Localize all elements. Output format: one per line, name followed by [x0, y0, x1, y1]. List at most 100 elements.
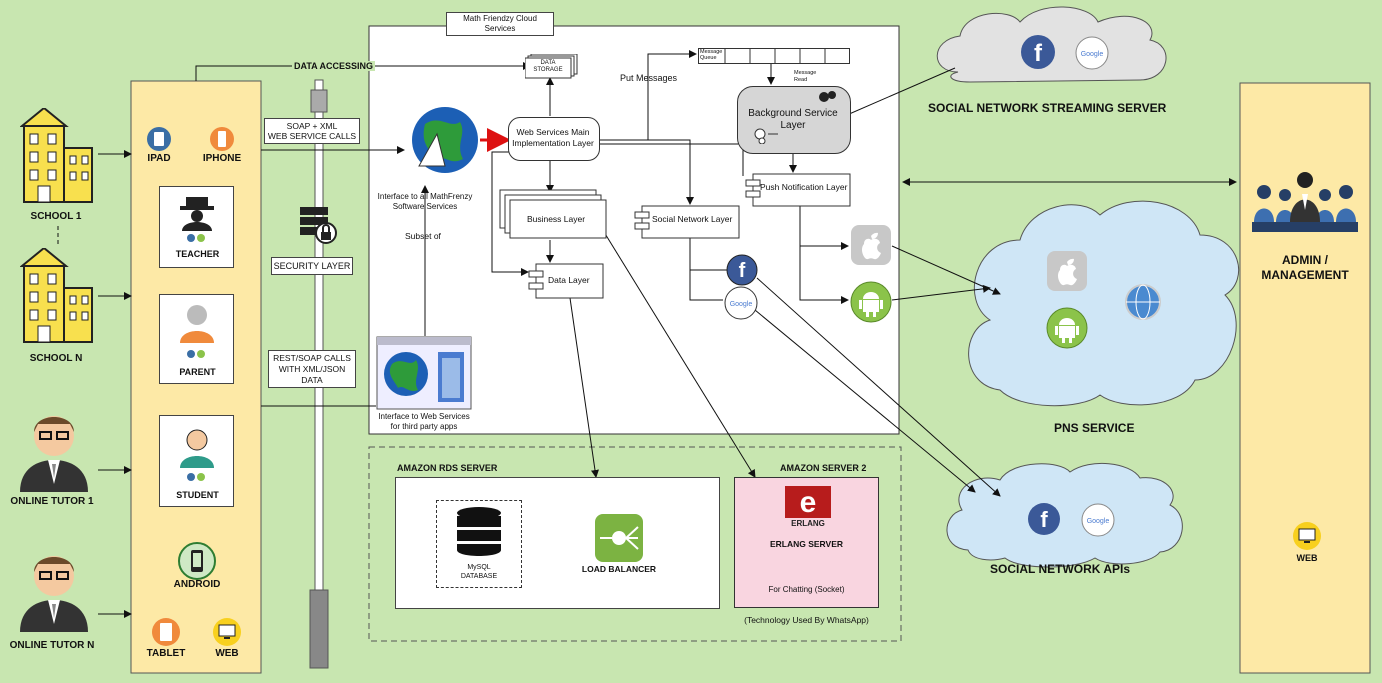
teacher-card: TEACHER	[159, 186, 234, 268]
parent-card: PARENT	[159, 294, 234, 384]
amazon-dashed-box	[368, 446, 902, 642]
web-label: WEB	[215, 648, 239, 659]
iphone-label: IPHONE	[202, 153, 242, 164]
subset-of-label: Subset of	[405, 231, 441, 241]
chatting-label: For Chatting (Socket)	[768, 585, 845, 594]
data-storage-label: DATA STORAGE	[533, 60, 563, 73]
soap-xml-label: SOAP + XML WEB SERVICE CALLS	[264, 118, 360, 144]
erlang-server-label: ERLANG SERVER	[769, 539, 844, 549]
business-layer-stack	[499, 189, 607, 239]
pns-cloud	[968, 200, 1240, 407]
student-label: STUDENT	[176, 490, 219, 500]
data-accessing-label: DATA ACCESSING	[292, 61, 376, 71]
google-wordmark: Google	[1081, 51, 1104, 58]
google-icon: Google	[1075, 36, 1109, 70]
pns-service-label: PNS SERVICE	[1054, 421, 1135, 435]
ipad-label: IPAD	[147, 153, 171, 164]
school-building-icon	[20, 248, 93, 343]
social-apis-label: SOCIAL NETWORK APIs	[990, 562, 1131, 576]
globe-icon	[412, 107, 478, 173]
whatsapp-label: (Technology Used By WhatsApp)	[744, 615, 869, 625]
admin-label: ADMIN / MANAGEMENT	[1261, 253, 1349, 282]
push-notification-label: Push Notification Layer	[760, 182, 848, 192]
security-layer-label: SECURITY LAYER	[271, 257, 353, 275]
student-card: STUDENT	[159, 415, 234, 507]
google-icon: Google	[1081, 503, 1115, 537]
tutor1-label: ONLINE TUTOR 1	[10, 496, 94, 507]
mysql-label: MySQL DATABASE	[460, 564, 498, 580]
facebook-icon: f	[1028, 503, 1060, 535]
load-balancer-icon	[595, 514, 643, 562]
message-read-label: Message Read	[794, 70, 817, 83]
device-badges-icon	[187, 234, 205, 242]
push-notification-component	[745, 173, 851, 207]
teacher-spy-icon	[180, 197, 214, 231]
message-queue-icon	[698, 48, 850, 64]
device-badges-icon	[187, 350, 205, 358]
facebook-icon: f	[1021, 35, 1055, 69]
schoolN-label: SCHOOL N	[29, 353, 83, 364]
web-services-main-label: Web Services Main Implementation Layer	[512, 127, 594, 148]
interface-web-label: Interface to Web Services for third part…	[378, 412, 470, 431]
tablet-label: TABLET	[146, 648, 186, 659]
google-wordmark: Google	[1087, 518, 1110, 525]
web-monitor-icon	[1293, 522, 1321, 550]
android-robot-icon	[1046, 307, 1088, 349]
parent-avatar-icon	[180, 305, 214, 343]
rds-title: AMAZON RDS SERVER	[397, 463, 498, 473]
data-layer-component	[528, 263, 604, 299]
database-icon	[457, 507, 501, 556]
svg-text:e: e	[800, 486, 817, 518]
tutor-avatar-icon	[20, 556, 88, 632]
data-layer-label: Data Layer	[548, 275, 590, 285]
ipad-icon	[147, 127, 171, 151]
iphone-icon	[210, 127, 234, 151]
web-services-window-icon	[376, 336, 472, 410]
server2-title: AMAZON SERVER 2	[780, 463, 867, 473]
android-label: ANDROID	[173, 579, 221, 590]
parent-label: PARENT	[179, 367, 216, 377]
erlang-logo-icon: e	[785, 486, 831, 518]
globe-icon	[1125, 284, 1161, 320]
tutorN-label: ONLINE TUTOR N	[9, 640, 95, 651]
facebook-icon: f	[726, 254, 758, 286]
web-monitor-icon	[213, 618, 241, 646]
mysql-db-box	[436, 500, 522, 588]
social-apis-cloud	[946, 462, 1183, 568]
social-network-layer-label: Social Network Layer	[652, 214, 733, 224]
erlang-logo-text: ERLANG	[791, 519, 825, 528]
apple-icon	[851, 225, 891, 265]
tutor-avatar-icon	[20, 416, 88, 492]
admin-team-icon	[1252, 172, 1358, 232]
worker-process-icon	[754, 128, 778, 144]
android-robot-icon	[850, 281, 892, 323]
background-service-label: Background Service Layer	[748, 108, 838, 131]
apple-icon	[1047, 251, 1087, 291]
social-network-layer-component	[634, 205, 740, 239]
svg-text:f: f	[1034, 40, 1043, 67]
school1-label: SCHOOL 1	[30, 211, 82, 222]
business-layer-label: Business Layer	[526, 214, 586, 224]
cloud-title: Math Friendzy Cloud Services	[446, 12, 554, 36]
google-icon: Google	[724, 286, 758, 320]
teacher-label: TEACHER	[175, 249, 220, 259]
interface-all-label: Interface to all MathFrenzy Software Ser…	[377, 192, 473, 211]
message-queue-label: Message Queue	[700, 49, 723, 61]
tablet-icon	[152, 618, 180, 646]
device-badges-icon	[187, 473, 205, 481]
web-services-main-box	[508, 117, 600, 161]
school-building-icon	[20, 108, 93, 203]
admin-web-label: WEB	[1296, 553, 1318, 563]
svg-text:f: f	[739, 260, 746, 282]
google-wordmark: Google	[730, 301, 753, 308]
put-messages-label: Put Messages	[620, 73, 678, 83]
student-avatar-icon	[180, 429, 214, 468]
rest-soap-label: REST/SOAP CALLS WITH XML/JSON DATA	[268, 350, 356, 388]
data-storage-stack-icon	[525, 54, 578, 79]
load-balancer-label: LOAD BALANCER	[581, 564, 657, 574]
gears-icon	[819, 91, 836, 102]
security-server-lock-icon	[300, 207, 337, 244]
streaming-server-label: SOCIAL NETWORK STREAMING SERVER	[928, 101, 1167, 115]
svg-text:f: f	[1040, 507, 1048, 532]
